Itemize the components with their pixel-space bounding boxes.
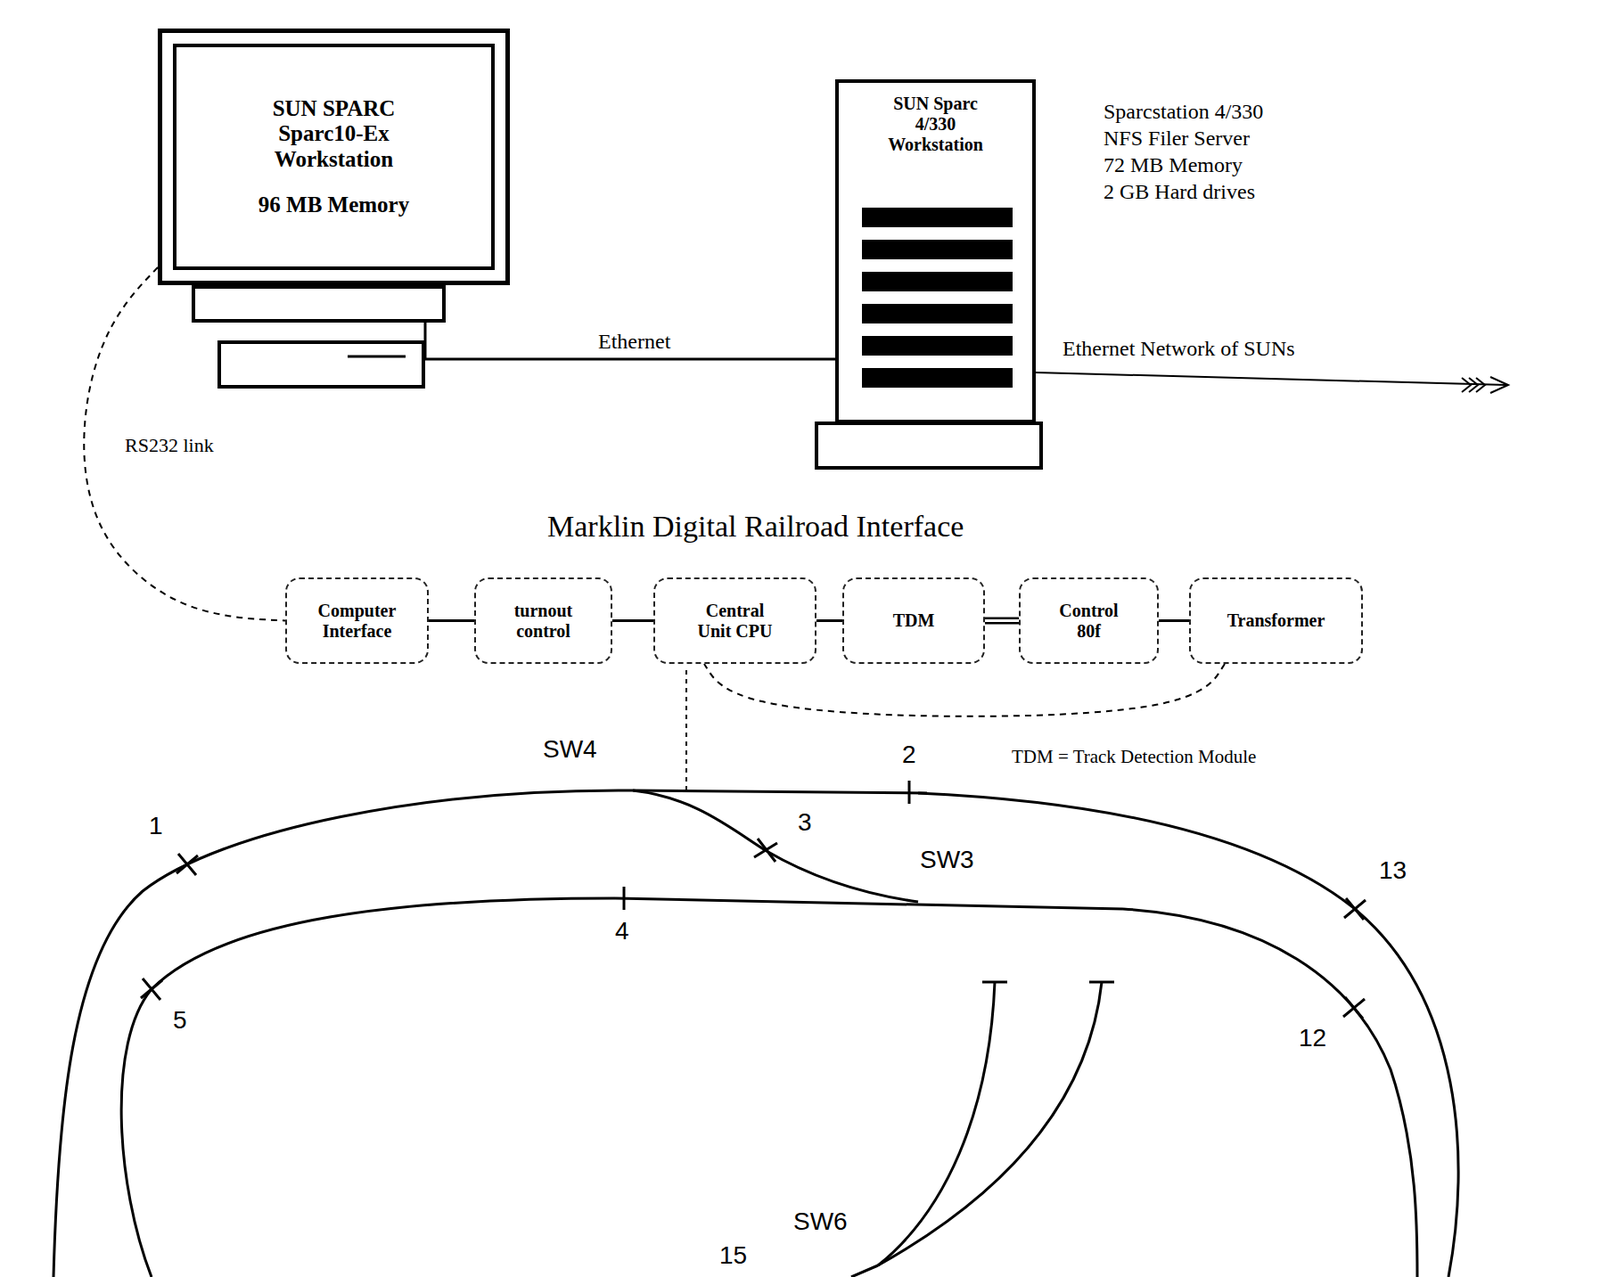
interface-module: Computer Interface: [285, 577, 429, 665]
server-spec: 72 MB Memory: [1101, 153, 1245, 177]
section-heading: Marklin Digital Railroad Interface: [545, 509, 966, 543]
cable-link: [1158, 619, 1190, 623]
switch-label: SW6: [791, 1208, 850, 1237]
callout-number: 12: [1296, 1025, 1329, 1053]
machine-label: SUN SPARC Sparc10-Ex Workstation: [231, 96, 437, 173]
screen-border: [174, 45, 493, 269]
drive-bay: [861, 239, 1013, 260]
legend-note: TDM = Track Detection Module: [1009, 746, 1258, 768]
module-label: Transformer: [1205, 610, 1348, 632]
server-tower: SUN Sparc 4/330 Workstation: [835, 79, 1036, 424]
connector-group: [704, 664, 1225, 717]
connector-group: [612, 620, 654, 622]
interface-module: Control 80f: [1018, 577, 1159, 665]
cable-link: [612, 619, 654, 623]
callout-number: 15: [717, 1242, 749, 1271]
workstation-base: [219, 342, 424, 387]
double-link: [984, 617, 1019, 625]
server-spec: Sparcstation 4/330: [1101, 99, 1265, 124]
drive-bay: [861, 368, 1013, 388]
double-link-gap: [984, 619, 1019, 623]
callout-number: 3: [795, 809, 814, 837]
link-label: RS232 link: [122, 434, 217, 457]
callout-number: 13: [1377, 857, 1409, 886]
cable-link: [816, 619, 843, 623]
server-spec: NFS Filer Server: [1101, 126, 1252, 150]
cable-link: [425, 285, 836, 360]
machine-label: SUN Sparc 4/330 Workstation: [879, 93, 992, 156]
switch-label: SW3: [918, 846, 977, 875]
module-label: turnout control: [502, 600, 585, 642]
server-base: [816, 423, 1042, 468]
connector-group: [428, 620, 475, 622]
connector-group: [816, 620, 843, 622]
interface-module: TDM: [842, 577, 985, 665]
railroad-track: [53, 790, 1459, 1277]
callout-number: 2: [900, 741, 919, 770]
network-arrow: [1035, 372, 1509, 394]
dashed-link: [704, 664, 1225, 717]
connector-group: [1158, 620, 1190, 622]
drive-bay: [861, 336, 1013, 356]
server-spec: 2 GB Hard drives: [1101, 180, 1257, 204]
drive-bay: [861, 303, 1013, 324]
cable-link: [428, 619, 475, 623]
connector-group: [984, 620, 1019, 622]
network-label: Ethernet Network of SUNs: [1060, 336, 1297, 361]
interface-module: turnout control: [474, 577, 613, 665]
callout-number: 4: [613, 918, 632, 946]
drive-bay: [861, 207, 1013, 228]
switch-label: SW4: [541, 736, 599, 764]
module-label: Control 80f: [1048, 600, 1131, 642]
track-sensor: [140, 780, 1366, 1019]
workstation-monitor: SUN SPARC Sparc10-Ex Workstation 96 MB Me…: [157, 28, 510, 286]
connector-group: [425, 285, 836, 360]
callout-number: 5: [171, 1007, 189, 1035]
drive-bay: [861, 271, 1013, 292]
callout-number: 1: [147, 812, 165, 841]
interface-module: Transformer: [1189, 577, 1363, 665]
module-label: Computer Interface: [311, 600, 404, 642]
track-feed-wire: [685, 670, 688, 791]
machine-label: 96 MB Memory: [231, 192, 437, 219]
interface-module: Central Unit CPU: [653, 577, 817, 665]
monitor-stand: [193, 287, 444, 321]
module-label: TDM: [860, 610, 968, 632]
link-label: Ethernet: [595, 329, 673, 353]
module-label: Central Unit CPU: [689, 600, 782, 642]
drive-slot: [347, 355, 406, 359]
